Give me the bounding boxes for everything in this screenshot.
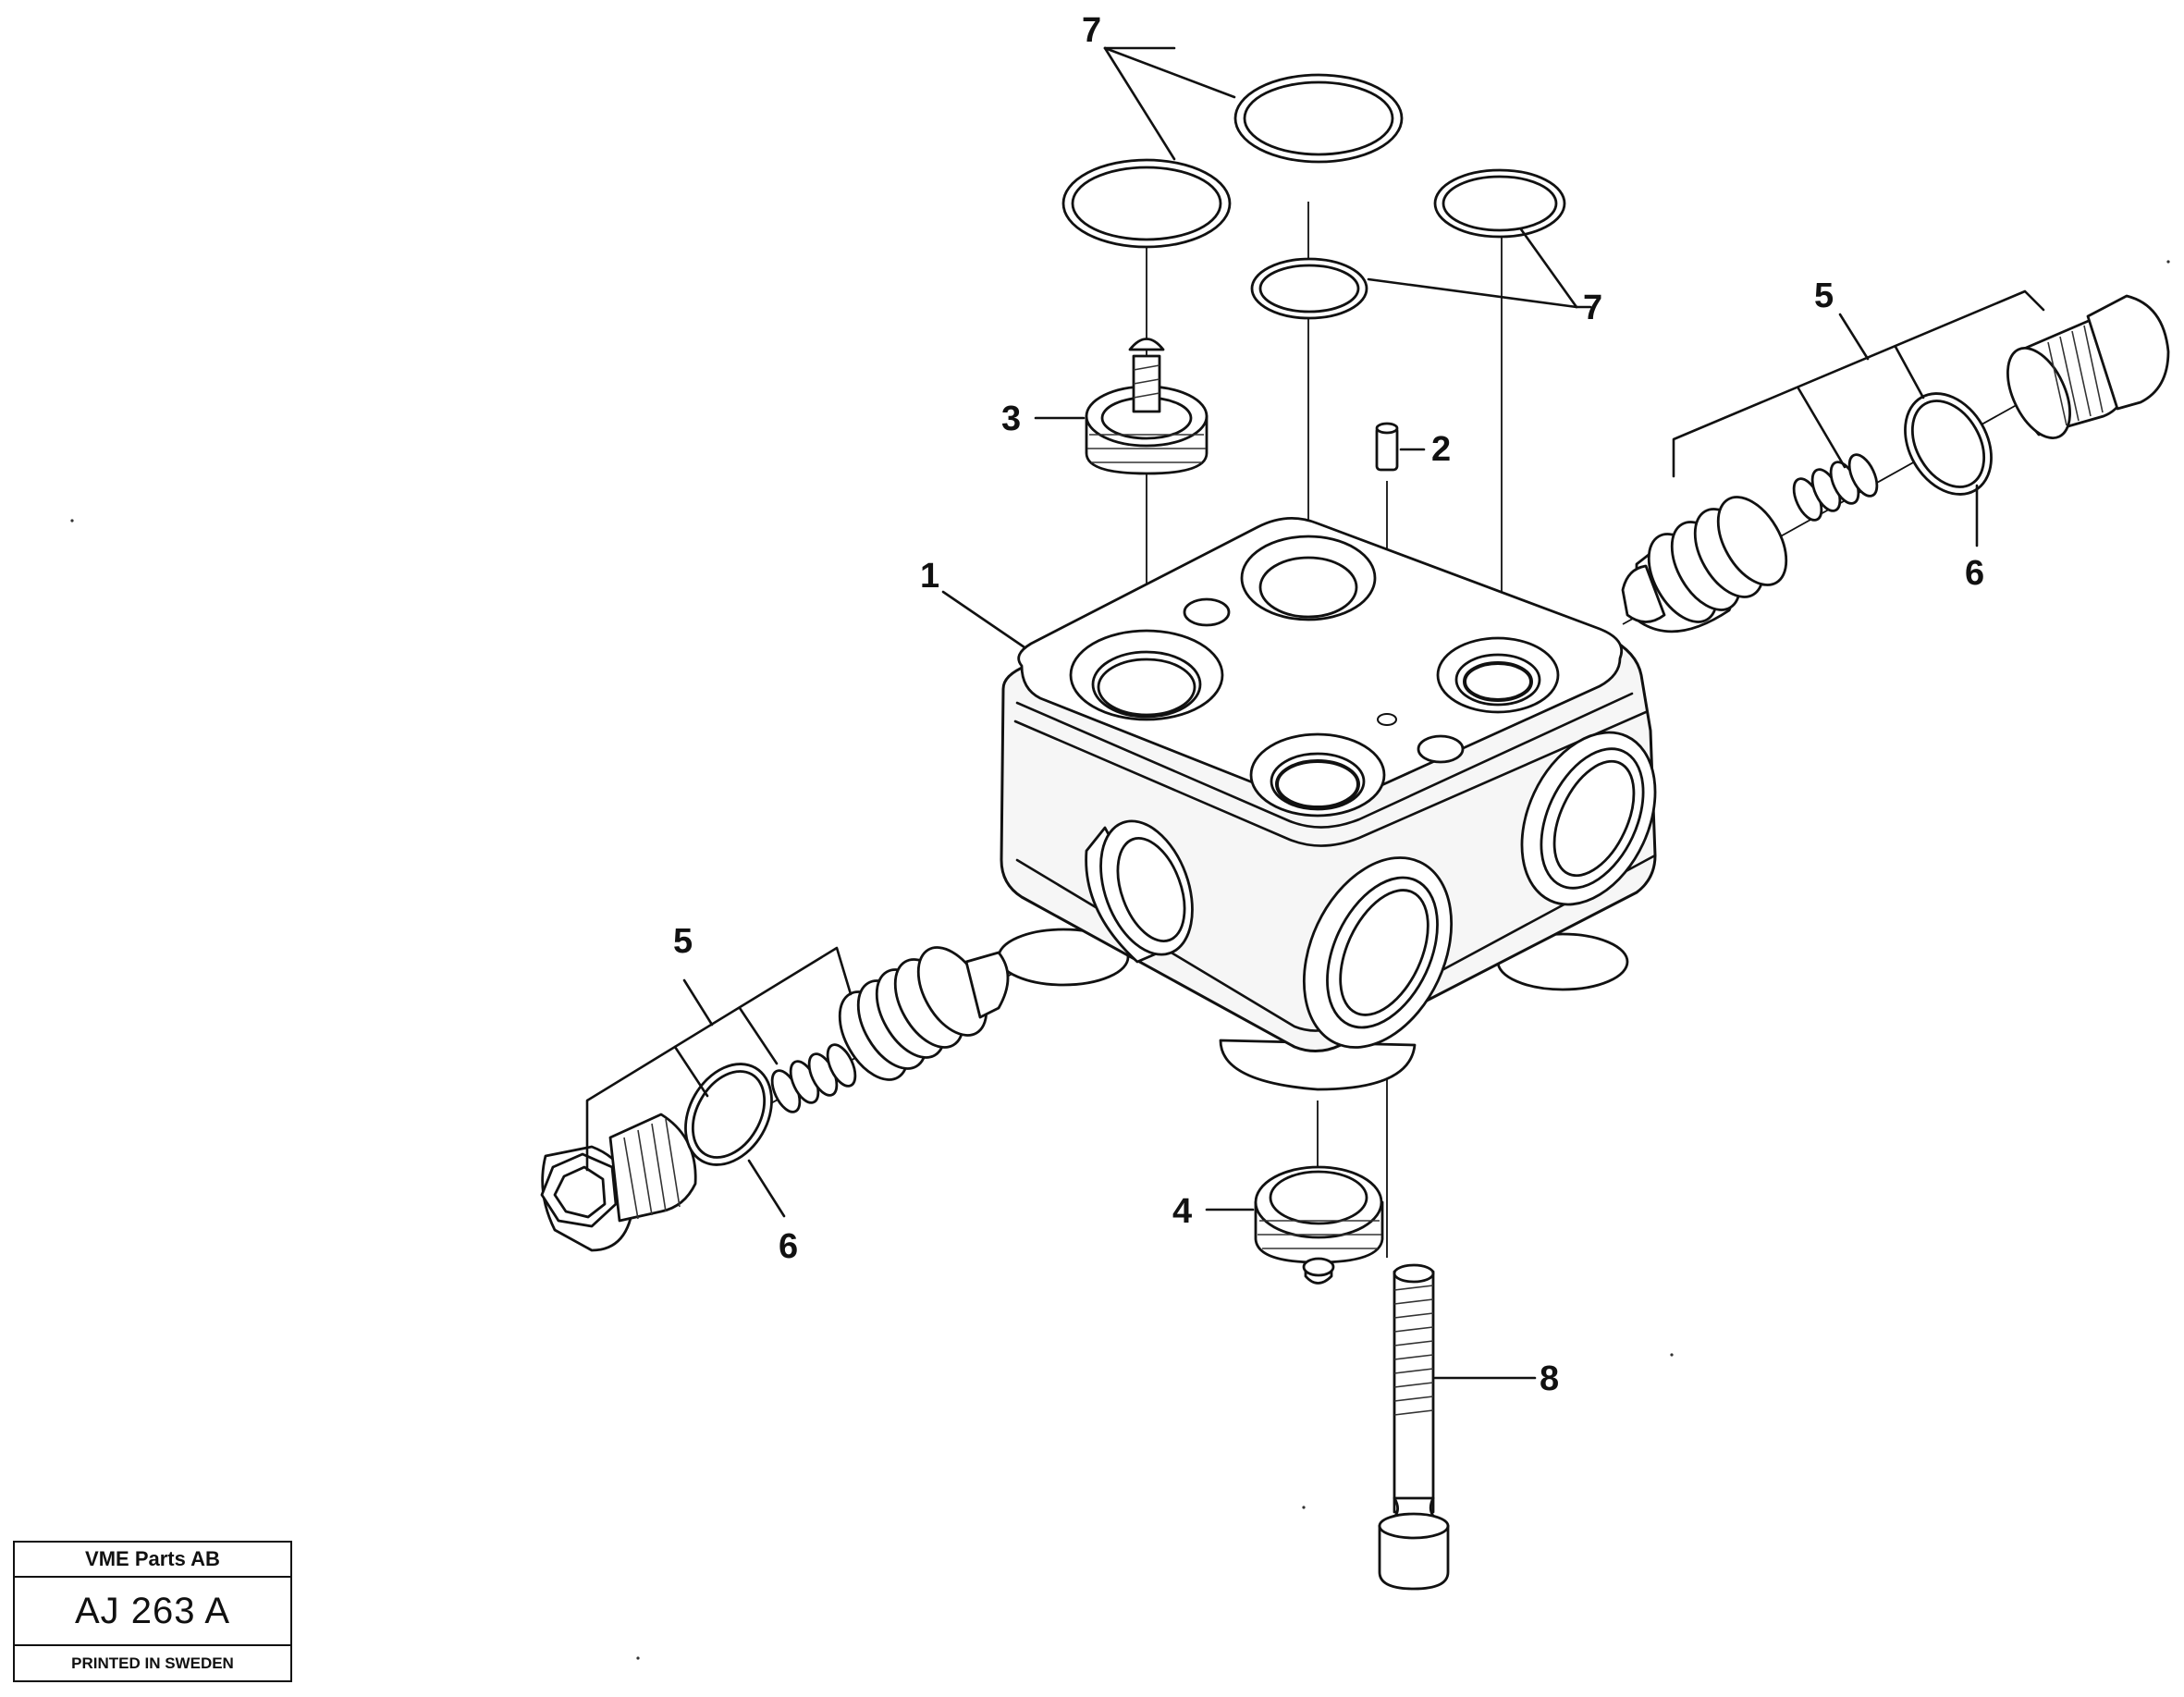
callout-7-right: 7 [1583,289,1602,327]
callout-6-right: 6 [1965,554,1984,593]
print-specks [70,260,2170,1660]
pin-part-2 [1375,422,1399,472]
callout-8: 8 [1540,1359,1559,1398]
callout-3: 3 [1001,400,1021,438]
bolt-part-8 [1378,1263,1450,1591]
valve-part-3 [1085,338,1209,475]
callout-6-left: 6 [779,1227,798,1266]
callout-7-top: 7 [1082,11,1101,50]
title-stamp: VME Parts AB AJ 263 A PRINTED IN SWEDEN [13,1541,292,1682]
callout-5-right: 5 [1814,277,1834,315]
side-ports [1085,731,1657,1049]
stamp-printed: PRINTED IN SWEDEN [71,1654,234,1672]
stamp-code: AJ 263 A [15,1578,290,1646]
o-rings [1061,73,1566,320]
top-bores [1069,535,1560,818]
left-valve-assembly [540,946,1010,1252]
callout-4: 4 [1172,1192,1192,1231]
callout-labels: 7 7 5 3 2 1 6 5 4 6 8 [673,11,1984,1398]
callout-2: 2 [1431,430,1451,469]
callout-1: 1 [920,557,939,596]
leader-lines [585,46,2045,1380]
callout-5-left: 5 [673,922,693,961]
stamp-company: VME Parts AB [15,1543,290,1578]
valve-housing [997,516,1657,1091]
right-valve-assembly [1621,294,2170,633]
valve-part-4 [1254,1165,1384,1285]
